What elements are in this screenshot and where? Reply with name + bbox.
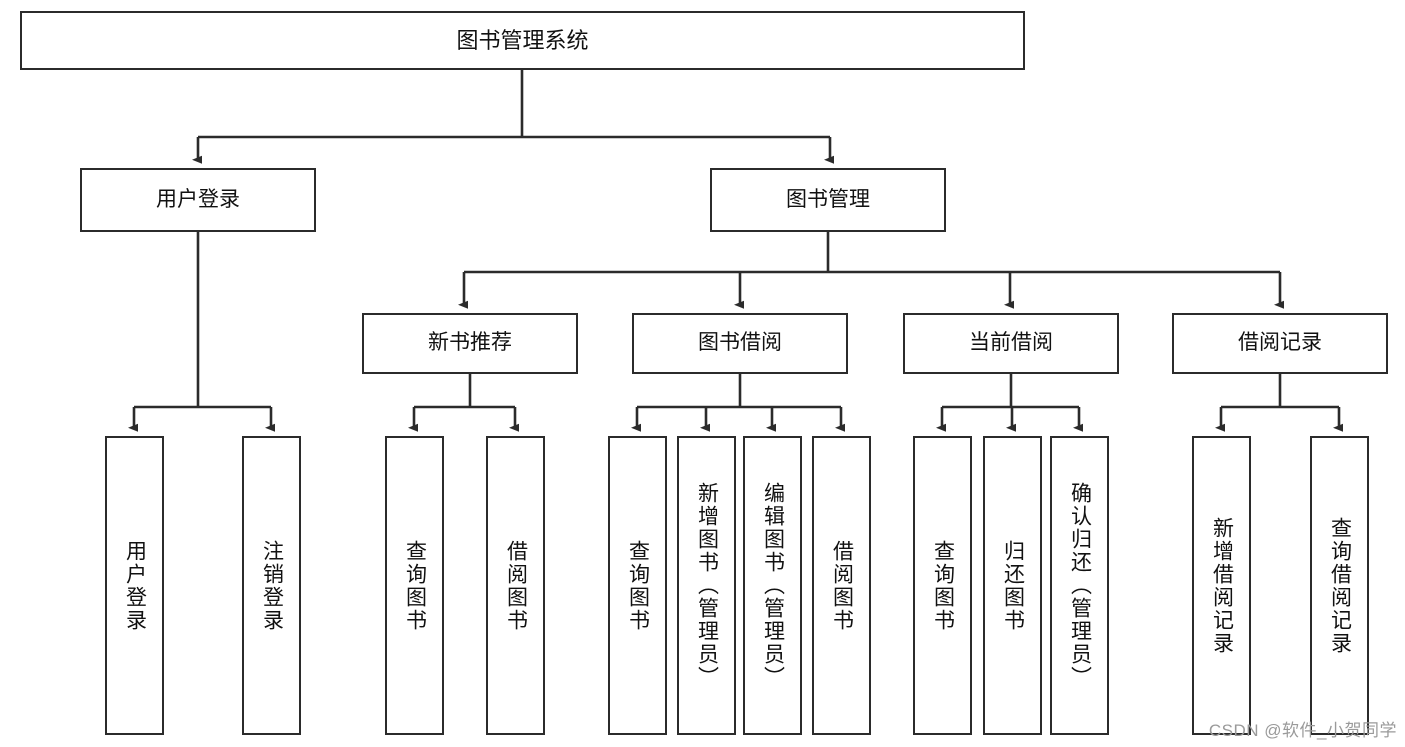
node-leaf-borrow-lend-label: 借阅图书 xyxy=(830,539,854,632)
node-leaf-user-login-label: 用户登录 xyxy=(123,539,147,632)
node-book-borrow[interactable]: 图书借阅 xyxy=(632,313,848,374)
node-leaf-borrow-add[interactable]: 新增图书（管理员） xyxy=(677,436,736,735)
node-leaf-rec-query[interactable]: 查询图书 xyxy=(385,436,444,735)
node-root[interactable]: 图书管理系统 xyxy=(20,11,1025,70)
node-leaf-user-logout-label: 注销登录 xyxy=(260,539,284,632)
node-leaf-rec-add[interactable]: 新增借阅记录 xyxy=(1192,436,1251,735)
node-leaf-borrow-edit-label: 编辑图书（管理员） xyxy=(761,482,785,689)
node-leaf-rec-query2-label: 查询借阅记录 xyxy=(1328,516,1352,655)
node-leaf-rec-borrow[interactable]: 借阅图书 xyxy=(486,436,545,735)
node-current-borrow-label: 当前借阅 xyxy=(969,331,1053,355)
node-leaf-cur-query-label: 查询图书 xyxy=(931,539,955,632)
node-leaf-borrow-lend[interactable]: 借阅图书 xyxy=(812,436,871,735)
node-current-borrow[interactable]: 当前借阅 xyxy=(903,313,1119,374)
node-leaf-cur-return[interactable]: 归还图书 xyxy=(983,436,1042,735)
node-leaf-borrow-add-label: 新增图书（管理员） xyxy=(695,482,719,689)
node-leaf-borrow-edit[interactable]: 编辑图书（管理员） xyxy=(743,436,802,735)
node-leaf-user-logout[interactable]: 注销登录 xyxy=(242,436,301,735)
node-borrow-record[interactable]: 借阅记录 xyxy=(1172,313,1388,374)
node-borrow-record-label: 借阅记录 xyxy=(1238,331,1322,355)
node-leaf-cur-return-label: 归还图书 xyxy=(1001,539,1025,632)
node-leaf-rec-borrow-label: 借阅图书 xyxy=(504,539,528,632)
node-leaf-cur-confirm-label: 确认归还（管理员） xyxy=(1068,482,1092,689)
node-new-book-rec-label: 新书推荐 xyxy=(428,331,512,355)
node-leaf-borrow-query-label: 查询图书 xyxy=(626,539,650,632)
node-book-borrow-label: 图书借阅 xyxy=(698,331,782,355)
node-user-login[interactable]: 用户登录 xyxy=(80,168,316,232)
node-user-login-label: 用户登录 xyxy=(156,187,240,211)
node-leaf-rec-query2[interactable]: 查询借阅记录 xyxy=(1310,436,1369,735)
node-book-manage-label: 图书管理 xyxy=(786,187,870,211)
node-root-label: 图书管理系统 xyxy=(456,27,589,53)
node-leaf-rec-query-label: 查询图书 xyxy=(403,539,427,632)
node-leaf-borrow-query[interactable]: 查询图书 xyxy=(608,436,667,735)
node-leaf-user-login[interactable]: 用户登录 xyxy=(105,436,164,735)
node-leaf-cur-confirm[interactable]: 确认归还（管理员） xyxy=(1050,436,1109,735)
node-leaf-cur-query[interactable]: 查询图书 xyxy=(913,436,972,735)
node-new-book-rec[interactable]: 新书推荐 xyxy=(362,313,578,374)
node-leaf-rec-add-label: 新增借阅记录 xyxy=(1210,516,1234,655)
node-book-manage[interactable]: 图书管理 xyxy=(710,168,946,232)
